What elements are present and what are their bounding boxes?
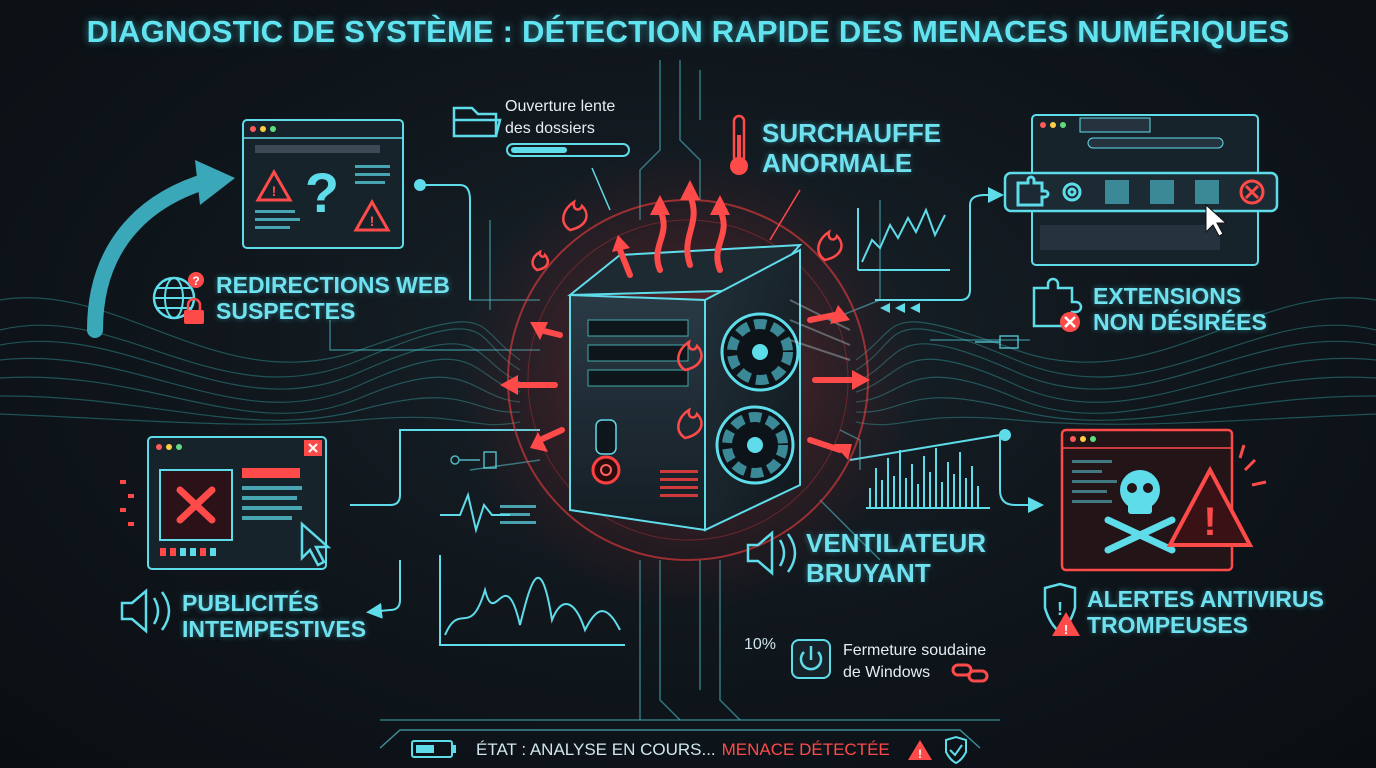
curved-arrow bbox=[87, 172, 218, 338]
label-line: des dossiers bbox=[505, 120, 595, 137]
shield-check-icon bbox=[945, 735, 967, 765]
antivirus-alert-window: ! bbox=[1060, 428, 1267, 572]
broken-link-icon bbox=[951, 663, 989, 683]
cursor-icon bbox=[300, 521, 332, 567]
skull-icon bbox=[1120, 470, 1160, 514]
svg-text:?: ? bbox=[305, 161, 339, 224]
status-bar-frame bbox=[379, 729, 981, 749]
popup-ad-window bbox=[120, 436, 332, 570]
label-extensions: EXTENSIONS NON DÉSIRÉES bbox=[1093, 283, 1267, 335]
percent-readout: 10% bbox=[744, 636, 777, 653]
label-line: SURCHAUFFE bbox=[762, 118, 942, 148]
computer-tower bbox=[567, 243, 851, 532]
status-line: ÉTAT : ANALYSE EN COURS... MENACE DÉTECT… bbox=[476, 738, 890, 762]
fire-icon bbox=[531, 199, 843, 440]
heat-arrows bbox=[512, 192, 863, 453]
warning-icon: ! bbox=[908, 740, 932, 761]
svg-text:?: ? bbox=[192, 274, 199, 288]
label-line: BRUYANT bbox=[806, 558, 931, 588]
label-line: PUBLICITÉS bbox=[182, 590, 319, 616]
puzzle-icon bbox=[1032, 277, 1083, 332]
label-redirections: REDIRECTIONS WEB SUSPECTES bbox=[216, 272, 450, 324]
battery-icon bbox=[411, 740, 456, 758]
label-line: ALERTES ANTIVIRUS bbox=[1087, 586, 1324, 612]
folder-icon bbox=[452, 106, 502, 138]
svg-text:!: ! bbox=[1203, 500, 1216, 544]
loading-bar bbox=[506, 143, 630, 157]
status-threat: MENACE DÉTECTÉE bbox=[721, 740, 890, 759]
warning-icon bbox=[1166, 465, 1254, 547]
power-icon bbox=[791, 639, 831, 679]
temperature-graph bbox=[857, 207, 950, 271]
status-analysis: ÉTAT : ANALYSE EN COURS... bbox=[476, 740, 716, 759]
label-line: INTEMPESTIVES bbox=[182, 616, 367, 642]
cooling-fan-top bbox=[720, 312, 800, 392]
svg-text:!: ! bbox=[272, 183, 277, 199]
globe-lock-icon: ? bbox=[152, 272, 204, 324]
cooling-fan-bottom bbox=[715, 405, 795, 485]
label-line: REDIRECTIONS WEB bbox=[216, 272, 450, 298]
speaker-icon bbox=[746, 530, 797, 576]
label-overheat: SURCHAUFFE ANORMALE bbox=[762, 118, 941, 178]
svg-text:!: ! bbox=[918, 747, 922, 761]
heat-arrow-heads bbox=[500, 180, 870, 460]
label-line: NON DÉSIRÉES bbox=[1093, 309, 1267, 335]
label-line: Ouverture lente bbox=[505, 98, 616, 115]
label-line: de Windows bbox=[843, 664, 931, 681]
svg-text:!: ! bbox=[370, 213, 375, 229]
label-line: TROMPEUSES bbox=[1087, 612, 1249, 638]
label-slow-folders: Ouverture lente des dossiers bbox=[505, 96, 615, 140]
waveform-graph bbox=[439, 491, 625, 646]
label-antivirus: ALERTES ANTIVIRUS TROMPEUSES bbox=[1087, 586, 1324, 638]
shield-alert-icon: ! ! bbox=[1043, 582, 1080, 637]
thermometer-icon bbox=[730, 114, 748, 175]
label-line: EXTENSIONS bbox=[1093, 283, 1242, 309]
label-fan: VENTILATEUR BRUYANT bbox=[806, 528, 986, 588]
cursor-icon bbox=[1205, 203, 1228, 237]
label-line: ANORMALE bbox=[762, 148, 913, 178]
noise-bar-graph bbox=[866, 448, 990, 509]
label-line: Fermeture soudaine bbox=[843, 642, 987, 659]
suspicious-browser-window: ! ? ! bbox=[242, 119, 404, 249]
label-popups: PUBLICITÉS INTEMPESTIVES bbox=[182, 590, 366, 642]
label-line: VENTILATEUR bbox=[806, 528, 987, 558]
speaker-icon bbox=[120, 588, 171, 634]
extensions-browser-window bbox=[1003, 114, 1279, 266]
svg-text:!: ! bbox=[1057, 599, 1063, 619]
svg-text:!: ! bbox=[1064, 622, 1068, 637]
label-shutdown: Fermeture soudaine de Windows bbox=[843, 640, 986, 684]
page-title: DIAGNOSTIC DE SYSTÈME : DÉTECTION RAPIDE… bbox=[86, 14, 1290, 49]
label-line: SUSPECTES bbox=[216, 298, 356, 324]
